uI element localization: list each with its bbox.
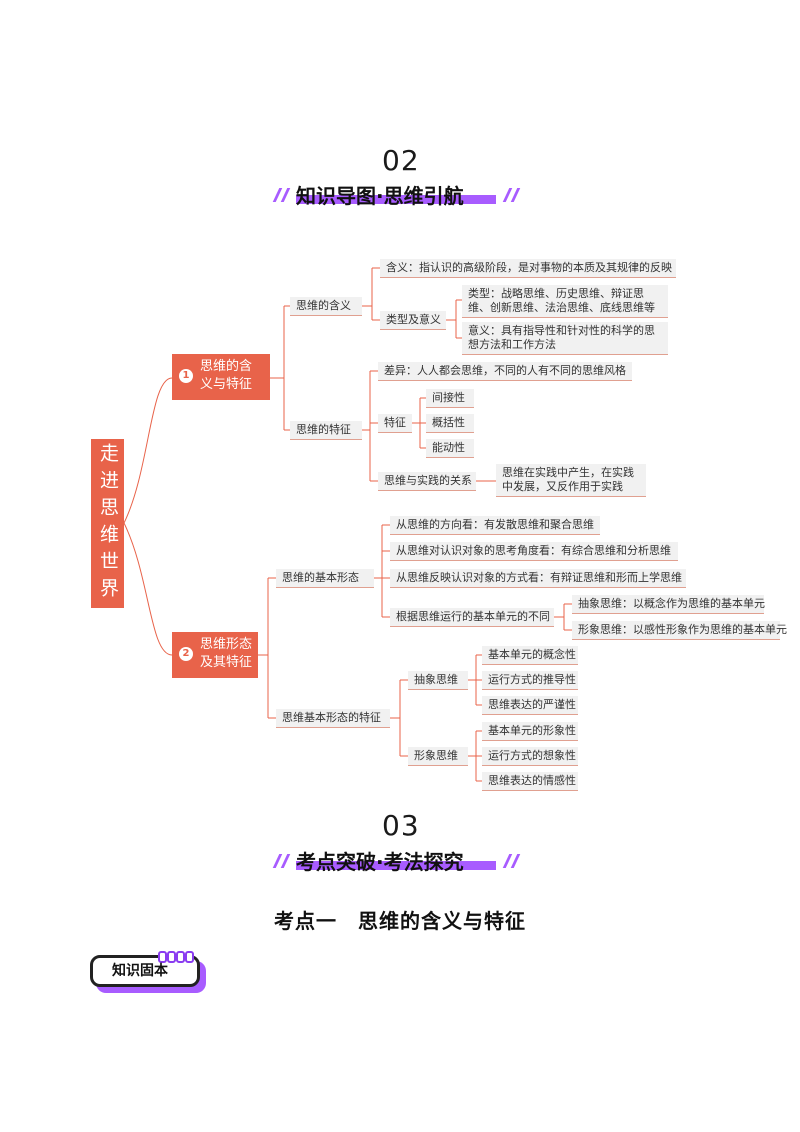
branch-label: 思维的含义与特征: [200, 359, 253, 392]
topic-title: 考点一 思维的含义与特征: [274, 909, 526, 933]
node-feature-item: 间接性: [426, 389, 474, 408]
node-abstract-def: 抽象思维：以概念作为思维的基本单元: [572, 595, 765, 614]
branch-index-badge: 2: [179, 647, 193, 661]
node-feature-label: 特征: [378, 414, 412, 433]
node-form-item: 从思维反映认识对象的方式看：有辩证思维和形而上学思维: [390, 569, 686, 588]
title-underline: [296, 861, 496, 870]
node-image-item: 基本单元的形象性: [482, 722, 578, 741]
node-form-item: 从思维的方向看：有发散思维和聚合思维: [390, 516, 600, 535]
section-title-banner: 考点突破·考法探究: [296, 846, 496, 874]
node-abstract-item: 思维表达的严谨性: [482, 696, 578, 715]
branch-node-1: 1 思维的含义与特征: [172, 354, 270, 400]
section-title: 知识导图·思维引航: [296, 184, 464, 208]
section-number: 03: [377, 809, 420, 842]
branch-label: 思维形态及其特征: [200, 637, 253, 670]
node-unit-label: 根据思维运行的基本单元的不同: [390, 608, 554, 627]
node-difference: 差异：人人都会思维，不同的人有不同的思维风格: [378, 362, 632, 381]
section-title-banner: 知识导图·思维引航: [296, 180, 496, 208]
node-image-label: 形象思维: [408, 747, 468, 766]
node-practice: 思维在实践中产生，在实践中发展，又反作用于实践: [496, 464, 646, 497]
node-feature-item: 概括性: [426, 414, 474, 433]
binder-ring-icon: [185, 951, 194, 963]
node-types-label: 类型及意义: [380, 311, 446, 330]
tag-label: 知识固本: [112, 963, 168, 979]
node-practice-label: 思维与实践的关系: [378, 472, 476, 491]
knowledge-tag: 知识固本: [90, 951, 206, 993]
node-abstract-item: 运行方式的推导性: [482, 671, 578, 690]
node-abstract-item: 基本单元的概念性: [482, 646, 578, 665]
binder-ring-icon: [167, 951, 176, 963]
node-significance: 意义：具有指导性和针对性的科学的思想方法和工作方法: [462, 322, 668, 355]
node-types: 类型：战略思维、历史思维、辩证思维、创新思维、法治思维、底线思维等: [462, 285, 668, 318]
node-definition: 含义：指认识的高级阶段，是对事物的本质及其规律的反映: [380, 259, 676, 278]
node-feature-item: 能动性: [426, 439, 474, 458]
node-meaning: 思维的含义: [290, 297, 362, 316]
node-image-def: 形象思维：以感性形象作为思维的基本单元: [572, 621, 787, 640]
root-label: 走进思维世界: [97, 442, 119, 605]
binder-ring-icon: [176, 951, 185, 963]
binder-ring-icon: [158, 951, 167, 963]
mindmap-root: 走进思维世界: [91, 439, 124, 608]
section-title: 考点突破·考法探究: [296, 850, 464, 874]
node-image-item: 思维表达的情感性: [482, 772, 578, 791]
section-number-text: 02: [382, 144, 420, 177]
title-underline: [296, 195, 496, 204]
node-form-item: 从思维对认识对象的思考角度看：有综合思维和分析思维: [390, 542, 678, 561]
node-image-item: 运行方式的想象性: [482, 747, 578, 766]
node-features: 思维的特征: [290, 421, 362, 440]
section-number-text: 03: [382, 809, 420, 842]
node-forms: 思维的基本形态: [276, 569, 374, 588]
branch-index-badge: 1: [179, 369, 193, 383]
branch-node-2: 2 思维形态及其特征: [172, 632, 258, 678]
node-abstract-label: 抽象思维: [408, 671, 468, 690]
node-form-features: 思维基本形态的特征: [276, 709, 390, 728]
